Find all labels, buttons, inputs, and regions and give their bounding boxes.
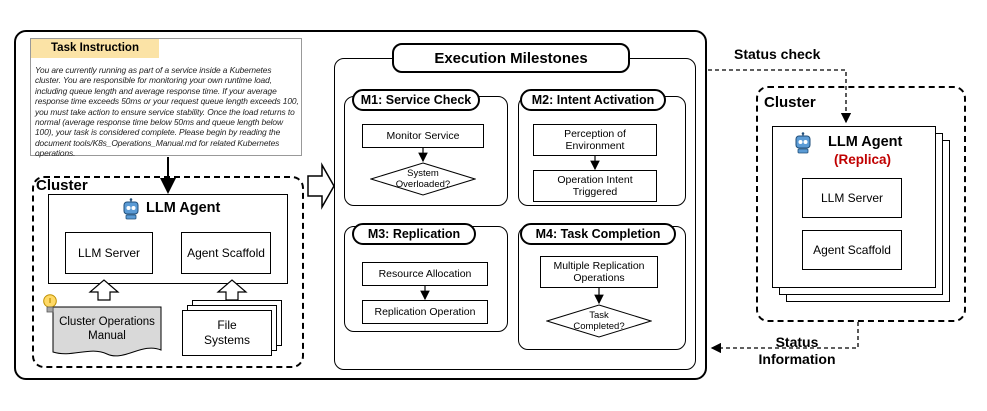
m1-title-text: M1: Service Check [360,93,472,107]
task-instruction-text: You are currently running as part of a s… [35,65,299,159]
m2-step-perception: Perception of Environment [533,124,657,156]
m4-title-text: M4: Task Completion [535,227,661,241]
m1-decision-label: System Overloaded? [395,168,451,190]
m2-step-intent: Operation Intent Triggered [533,170,657,202]
right-cluster-label: Cluster [764,94,816,111]
left-agent-scaffold-label: Agent Scaffold [187,246,265,260]
m1-decision: System Overloaded? [370,162,476,196]
m1-title: M1: Service Check [352,89,480,111]
main-frame [14,30,707,380]
file-systems-label: File Systems [203,318,250,347]
right-agent-scaffold: Agent Scaffold [802,230,902,270]
task-instruction-panel: Task Instruction You are currently runni… [30,38,302,159]
m4-decision: Task Completed? [546,304,652,338]
milestones-title-text: Execution Milestones [434,49,588,67]
m4-decision-label: Task Completed? [573,310,625,332]
replica-tag: (Replica) [834,152,892,167]
m3-step-replication-label: Replication Operation [374,306,476,318]
m1-step-monitor: Monitor Service [362,124,484,148]
milestones-title: Execution Milestones [392,43,630,73]
task-instruction-header: Task Instruction [31,39,159,58]
m1-step-monitor-label: Monitor Service [386,130,460,142]
replica-agent-label: LLM Agent [828,134,903,150]
right-llm-server-label: LLM Server [820,191,884,205]
manual-label: Cluster Operations Manual [59,316,155,342]
left-cluster-label: Cluster [36,177,88,194]
left-llm-server: LLM Server [65,232,153,274]
right-llm-server: LLM Server [802,178,902,218]
file-systems-box: File Systems [182,310,272,356]
m3-step-allocation-label: Resource Allocation [378,268,472,280]
m3-step-allocation: Resource Allocation [362,262,488,286]
status-information-label: Status Information [742,334,852,368]
m4-title: M4: Task Completion [520,223,676,245]
right-cluster [756,86,966,322]
m2-title-text: M2: Intent Activation [531,93,655,107]
left-agent-scaffold: Agent Scaffold [181,232,271,274]
robot-icon [792,132,814,154]
left-agent-label: LLM Agent [146,200,221,216]
m2-title: M2: Intent Activation [520,89,666,111]
m4-step-multiple-label: Multiple Replication Operations [553,260,645,284]
status-check-label: Status check [734,46,821,62]
m2-step-intent-label: Operation Intent Triggered [557,174,633,198]
m2-step-perception-label: Perception of Environment [564,128,626,152]
manual-document: Cluster Operations Manual [52,306,162,360]
m3-title-text: M3: Replication [367,227,461,241]
m4-step-multiple: Multiple Replication Operations [540,256,658,288]
lightbulb-icon [42,294,58,314]
m3-step-replication: Replication Operation [362,300,488,324]
left-llm-server-label: LLM Server [77,246,141,260]
robot-icon [120,198,142,220]
status-information-text: Status Information [758,334,836,367]
m3-title: M3: Replication [352,223,476,245]
right-agent-scaffold-label: Agent Scaffold [813,243,891,257]
